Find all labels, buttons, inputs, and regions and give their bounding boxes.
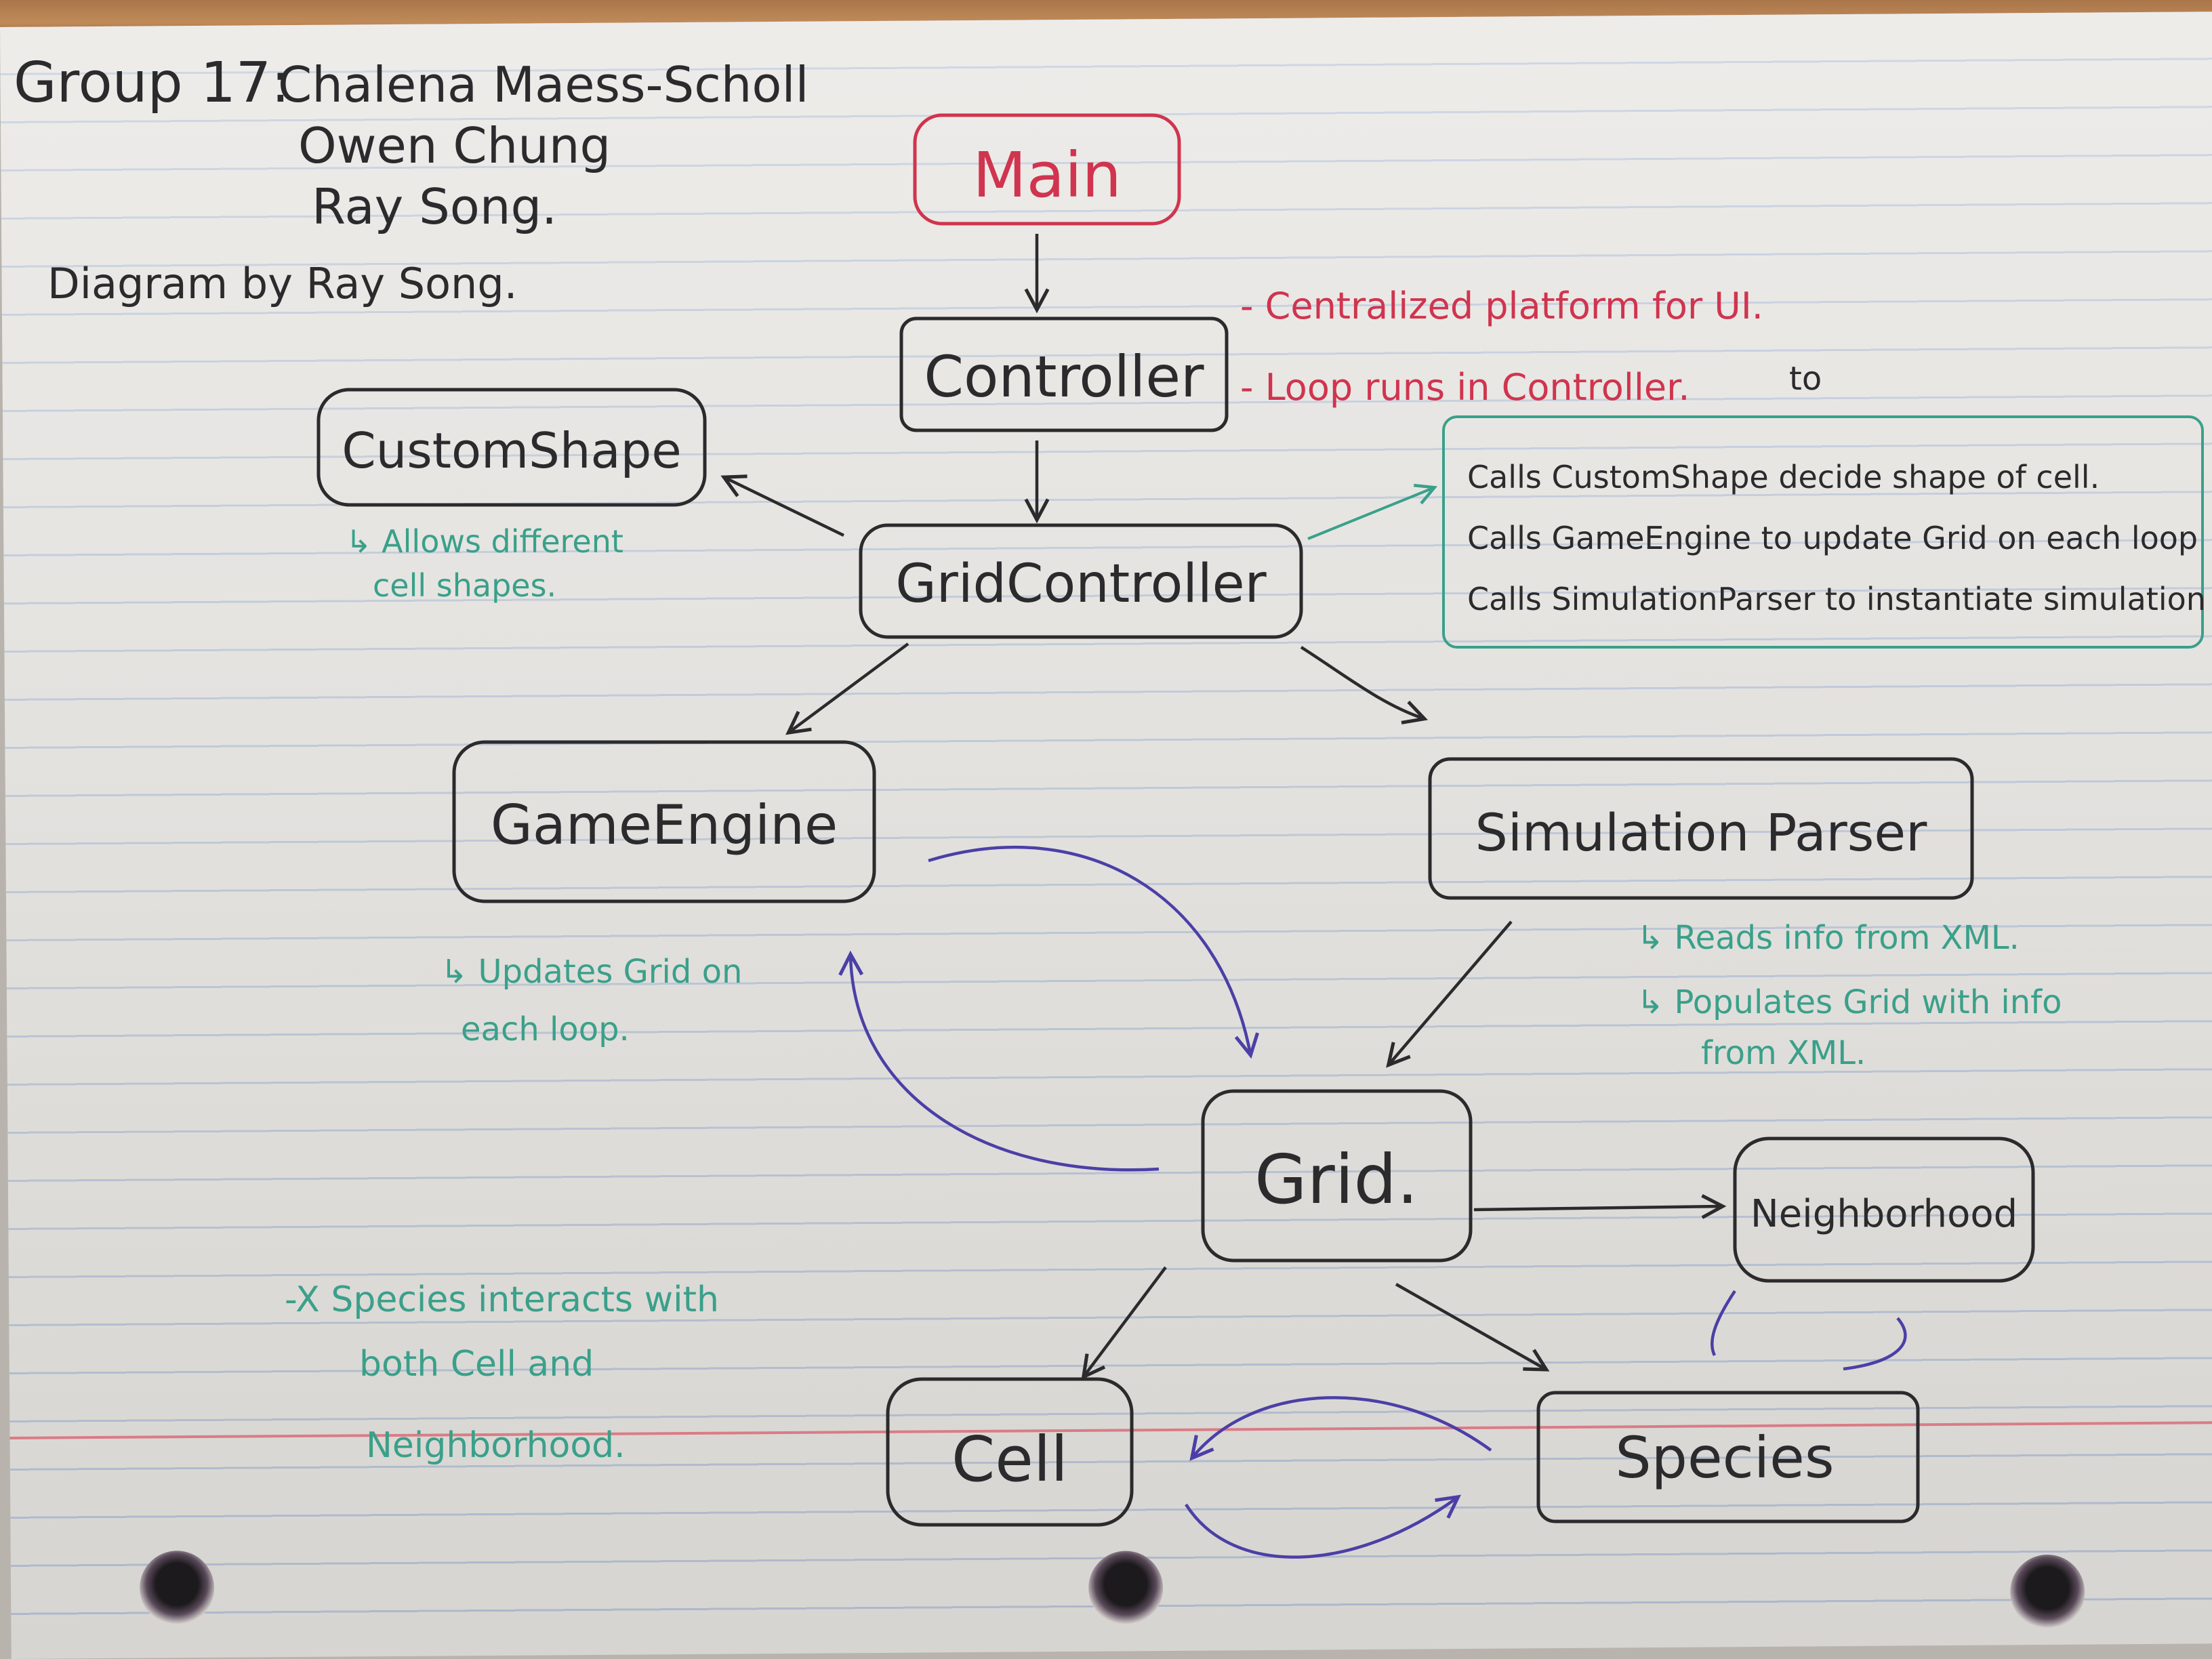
insert-to: to <box>1789 360 1822 398</box>
customshape-label: CustomShape <box>342 422 681 479</box>
main-node: Main <box>913 113 1181 226</box>
arrow-species-neighborhood <box>1843 1317 1907 1371</box>
simulationparser-label: Simulation Parser <box>1475 802 1928 863</box>
gridcontroller-note: Calls CustomShape decide shape of cell. … <box>1442 415 2206 649</box>
gridcontroller-note-line-3: Calls SimulationParser to instantiate si… <box>1467 581 2206 617</box>
arrow-gameengine-grid <box>928 845 1259 1059</box>
neighborhood-node: Neighborhood <box>1733 1136 2035 1283</box>
diagram-credit: Diagram by Ray Song. <box>47 259 517 308</box>
gridcontroller-label: GridController <box>895 554 1267 615</box>
member-2: Owen Chung <box>298 117 611 174</box>
cell-node: Cell <box>886 1377 1134 1527</box>
member-1: Chalena Maess-Scholl <box>278 56 809 113</box>
parser-note-3: from XML. <box>1701 1034 1866 1072</box>
neighborhood-label: Neighborhood <box>1750 1192 2018 1236</box>
dependency-arrows <box>720 234 1727 1380</box>
arrow-gridcontroller-customshape <box>720 474 844 537</box>
customshape-note-1: ↳ Allows different <box>346 523 623 560</box>
note-arrows <box>1307 483 1438 540</box>
gridcontroller-note-line-2: Calls GameEngine to update Grid on each … <box>1467 520 2198 556</box>
arrow-parser-grid <box>1386 920 1513 1068</box>
gameengine-note-2: each loop. <box>461 1010 630 1048</box>
grid-node: Grid. <box>1201 1089 1473 1263</box>
controller-note-2: - Loop runs in Controller. <box>1240 366 1689 409</box>
controller-note-1: - Centralized platform for UI. <box>1240 285 1763 327</box>
parser-note-1: ↳ Reads info from XML. <box>1637 919 2020 957</box>
gridcontroller-node: GridController <box>859 523 1303 639</box>
controller-label: Controller <box>924 344 1204 410</box>
cell-label: Cell <box>951 1423 1068 1496</box>
arrow-grid-gameengine <box>838 950 1160 1172</box>
arrow-grid-cell <box>1081 1266 1167 1380</box>
member-3: Ray Song. <box>312 178 557 235</box>
gameengine-note-1: ↳ Updates Grid on <box>441 953 742 991</box>
customshape-node: CustomShape <box>316 388 707 507</box>
arrow-gridcontroller-parser <box>1300 646 1429 724</box>
controller-node: Controller <box>899 316 1229 432</box>
simulationparser-node: Simulation Parser <box>1428 757 1974 900</box>
arrow-cell-species <box>1185 1494 1461 1559</box>
customshape-note-2: cell shapes. <box>373 567 556 604</box>
species-note-3: Neighborhood. <box>366 1425 626 1466</box>
species-label: Species <box>1615 1425 1834 1491</box>
arrow-grid-neighborhood <box>1473 1193 1727 1219</box>
gameengine-node: GameEngine <box>452 740 876 903</box>
arrow-species-cell <box>1189 1396 1492 1461</box>
interaction-arrows <box>838 845 1907 1559</box>
arrow-grid-species <box>1395 1283 1550 1372</box>
arrow-gridcontroller-note <box>1307 483 1438 540</box>
group-label: Group 17: <box>14 51 290 115</box>
arrow-neighborhood-species <box>1711 1290 1736 1357</box>
gridcontroller-note-line-1: Calls CustomShape decide shape of cell. <box>1467 459 2100 495</box>
main-label: Main <box>972 139 1122 211</box>
species-note-1: -X Species interacts with <box>285 1279 719 1320</box>
parser-note-2: ↳ Populates Grid with info <box>1637 983 2062 1021</box>
species-node: Species <box>1536 1391 1920 1523</box>
species-note-2: both Cell and <box>359 1344 594 1385</box>
arrow-gridcontroller-gameengine <box>785 642 909 735</box>
grid-label: Grid. <box>1254 1140 1418 1219</box>
gameengine-label: GameEngine <box>491 794 838 857</box>
